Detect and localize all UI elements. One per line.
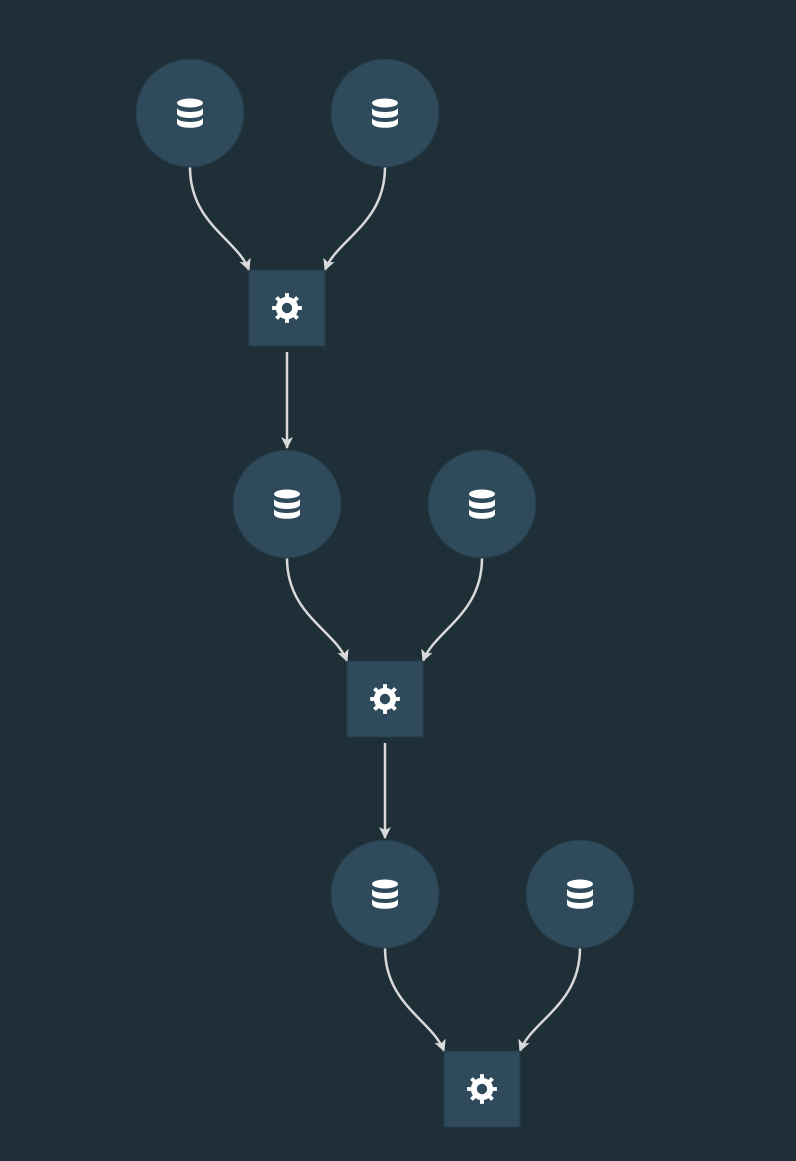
edge-db5-to-proc3 <box>383 947 446 1052</box>
edge-db4-to-proc2 <box>421 557 484 662</box>
process-node-proc3[interactable] <box>443 1050 521 1128</box>
process-node-proc2[interactable] <box>346 660 424 738</box>
process-node-square <box>248 269 326 347</box>
edge-db3-to-proc2 <box>285 557 349 662</box>
process-node-square <box>346 660 424 738</box>
database-icon <box>274 489 300 519</box>
data-node-db5[interactable] <box>330 839 440 949</box>
process-node-square <box>443 1050 521 1128</box>
edge-db6-to-proc3 <box>518 947 582 1052</box>
edges-layer <box>188 166 582 1052</box>
data-node-db3[interactable] <box>232 449 342 559</box>
edge-db2-to-proc1 <box>323 166 387 271</box>
process-node-proc1[interactable] <box>248 269 326 347</box>
database-icon <box>469 489 495 519</box>
data-node-db6[interactable] <box>525 839 635 949</box>
edge-db1-to-proc1 <box>188 166 251 271</box>
nodes-layer <box>135 58 635 1128</box>
data-node-db2[interactable] <box>330 58 440 168</box>
database-icon <box>372 879 398 909</box>
database-icon <box>177 98 203 128</box>
database-icon <box>567 879 593 909</box>
data-node-db1[interactable] <box>135 58 245 168</box>
data-node-db4[interactable] <box>427 449 537 559</box>
database-icon <box>372 98 398 128</box>
